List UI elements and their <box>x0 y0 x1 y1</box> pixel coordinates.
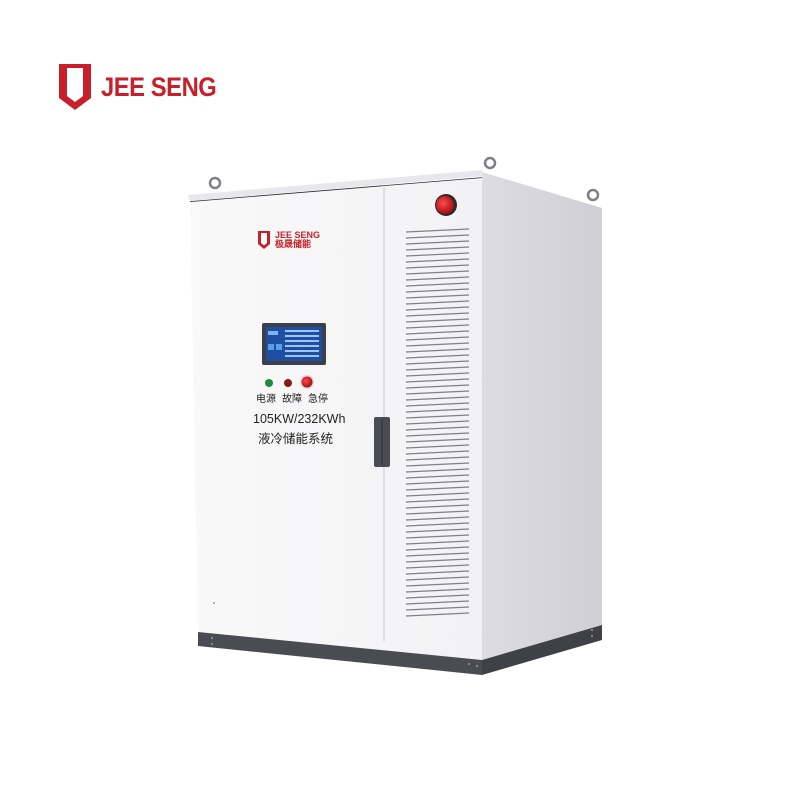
shield-logo-icon <box>258 231 270 249</box>
door-logo-name-en: JEE SENG <box>275 230 321 240</box>
door-logo-name-cn: 极晟储能 <box>275 240 312 250</box>
power-indicator-light <box>265 379 273 387</box>
cabinet-side-panel <box>482 172 602 660</box>
fault-indicator-light <box>284 379 292 387</box>
lifting-eye-icon <box>208 156 600 202</box>
product-title: 液冷储能系统 <box>258 431 334 446</box>
door-logo: JEE SENG 极晟储能 <box>257 230 320 250</box>
product-spec: 105KW/232KWh <box>253 412 346 426</box>
door-handle[interactable] <box>374 417 390 467</box>
power-label: 电源 <box>256 394 276 405</box>
emergency-stop-label: 急停 <box>308 394 328 405</box>
shield-logo-icon <box>59 64 91 110</box>
fault-label: 故障 <box>282 394 302 405</box>
cabinet-front <box>190 178 482 660</box>
brand-logo: JEE SENG <box>57 62 232 112</box>
vent-louvers <box>405 228 470 617</box>
brand-name: JEE SENG <box>101 71 217 102</box>
warning-beacon-icon <box>435 194 457 216</box>
emergency-stop-button[interactable] <box>300 375 314 389</box>
touch-screen-display[interactable] <box>262 323 326 365</box>
cabinet-base <box>198 632 482 675</box>
indicator-labels: 电源 故障 急停 <box>256 390 328 405</box>
